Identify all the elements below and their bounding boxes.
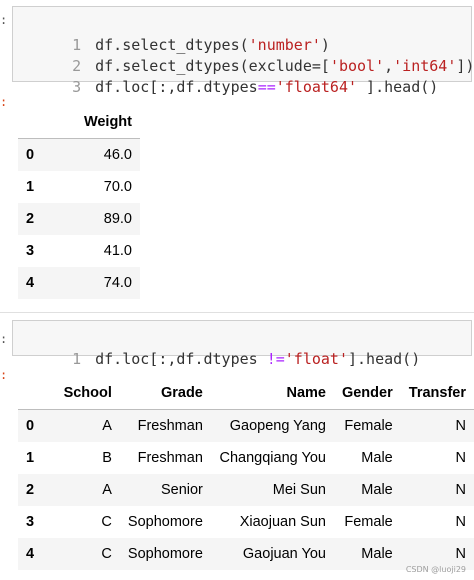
row-index: 4: [26, 546, 35, 562]
table-cell: A: [102, 418, 112, 434]
code-string: 'bool': [329, 57, 385, 75]
table-cell: 89.0: [103, 211, 132, 227]
table-cell: Freshman: [137, 418, 203, 434]
column-header: Transfer: [400, 377, 474, 410]
code-text: ].head(): [357, 78, 439, 96]
column-header: Gender: [333, 377, 401, 410]
code-line-1: 1 df.loc[:,df.dtypes !='float'].head(): [13, 328, 420, 368]
row-index: 4: [26, 275, 35, 291]
table-cell: 41.0: [103, 243, 132, 259]
code-text: df.loc[:,df.dtypes: [95, 78, 258, 96]
table-cell: 46.0: [103, 147, 132, 163]
table-cell: N: [455, 514, 466, 530]
cell1-prompt-marker: :: [0, 13, 8, 27]
cell2-prompt-marker: :: [0, 332, 8, 346]
table-cell: Female: [344, 418, 393, 434]
table-cell: N: [455, 418, 466, 434]
code-line-2: 2 df.select_dtypes(exclude=['bool','int64…: [13, 35, 474, 75]
table-cell: Male: [361, 450, 393, 466]
output1-prompt-marker: :: [0, 95, 8, 109]
code-string: 'number': [248, 36, 321, 54]
row-index: 0: [26, 418, 35, 434]
table-row: 1 B Freshman Changqiang You Male N: [18, 442, 474, 474]
watermark-text: CSDN @luoji29: [405, 565, 466, 574]
output2-prompt-marker: :: [0, 368, 8, 382]
code-text: ].head(): [348, 350, 421, 368]
row-index: 2: [26, 211, 35, 227]
row-index: 2: [26, 482, 35, 498]
code-text: df.loc[:,df.dtypes: [95, 350, 267, 368]
table-cell: N: [455, 546, 466, 562]
row-index: 3: [26, 514, 35, 530]
line-number: 2: [72, 57, 82, 75]
code-operator: !=: [266, 350, 285, 368]
code-text: ,: [384, 57, 394, 75]
table-cell: Sophomore: [127, 514, 203, 530]
table-cell: N: [455, 450, 466, 466]
code-text: df.select_dtypes(exclude=: [95, 57, 321, 75]
table-cell: Freshman: [137, 450, 203, 466]
table-cell: 70.0: [103, 179, 132, 195]
code-operator: ==: [257, 78, 276, 96]
table-row: 3 C Sophomore Xiaojuan Sun Female N: [18, 506, 474, 538]
line-number: 3: [72, 78, 82, 96]
row-index: 1: [26, 450, 35, 466]
table-header-row: Weight: [18, 106, 140, 139]
index-header: [18, 377, 56, 410]
line-number: 1: [72, 36, 82, 54]
table-row: 0 A Freshman Gaopeng Yang Female N: [18, 409, 474, 442]
table-cell: Changqiang You: [219, 450, 326, 466]
output-dataframe-2: School Grade Name Gender Transfer 0 A Fr…: [18, 377, 474, 570]
row-index: 1: [26, 179, 35, 195]
table-cell: Gaopeng Yang: [229, 418, 326, 434]
table-header-row: School Grade Name Gender Transfer: [18, 377, 474, 410]
table-cell: C: [101, 514, 112, 530]
code-text: [: [320, 57, 330, 75]
cell-separator: [0, 312, 474, 313]
code-text: ): [320, 36, 330, 54]
table-cell: Male: [361, 546, 393, 562]
table-cell: N: [455, 482, 466, 498]
row-index: 0: [26, 147, 35, 163]
row-index: 3: [26, 243, 35, 259]
code-text: df.select_dtypes(: [95, 36, 249, 54]
table-cell: Senior: [160, 482, 203, 498]
table-cell: B: [102, 450, 112, 466]
code-cell-2[interactable]: 1 df.loc[:,df.dtypes !='float'].head(): [12, 320, 472, 368]
table-cell: Mei Sun: [272, 482, 326, 498]
table-row: 2 A Senior Mei Sun Male N: [18, 474, 474, 506]
column-header: Grade: [119, 377, 211, 410]
code-text: ]): [456, 57, 474, 75]
code-string: 'float64': [275, 78, 358, 96]
code-line-3: 3 df.loc[:,df.dtypes=='float64' ].head(): [13, 56, 438, 96]
table-row: 4 C Sophomore Gaojuan You Male N: [18, 538, 474, 570]
column-header: Name: [210, 377, 334, 410]
column-header: School: [55, 377, 120, 410]
table-cell: Xiaojuan Sun: [239, 514, 326, 530]
table-cell: A: [102, 482, 112, 498]
line-number: 1: [72, 350, 82, 368]
code-line-1: 1 df.select_dtypes('number'): [13, 14, 330, 54]
table-cell: C: [101, 546, 112, 562]
code-string: 'int64': [393, 57, 457, 75]
code-cell-1[interactable]: 1 df.select_dtypes('number') 2 df.select_d…: [12, 6, 474, 96]
table-cell: Gaojuan You: [242, 546, 326, 562]
index-header: [18, 106, 56, 139]
column-header: Weight: [56, 106, 140, 139]
table-cell: Sophomore: [127, 546, 203, 562]
table-cell: Male: [361, 482, 393, 498]
code-string: 'float': [284, 350, 348, 368]
table-cell: Female: [344, 514, 393, 530]
table-cell: 74.0: [103, 275, 132, 291]
